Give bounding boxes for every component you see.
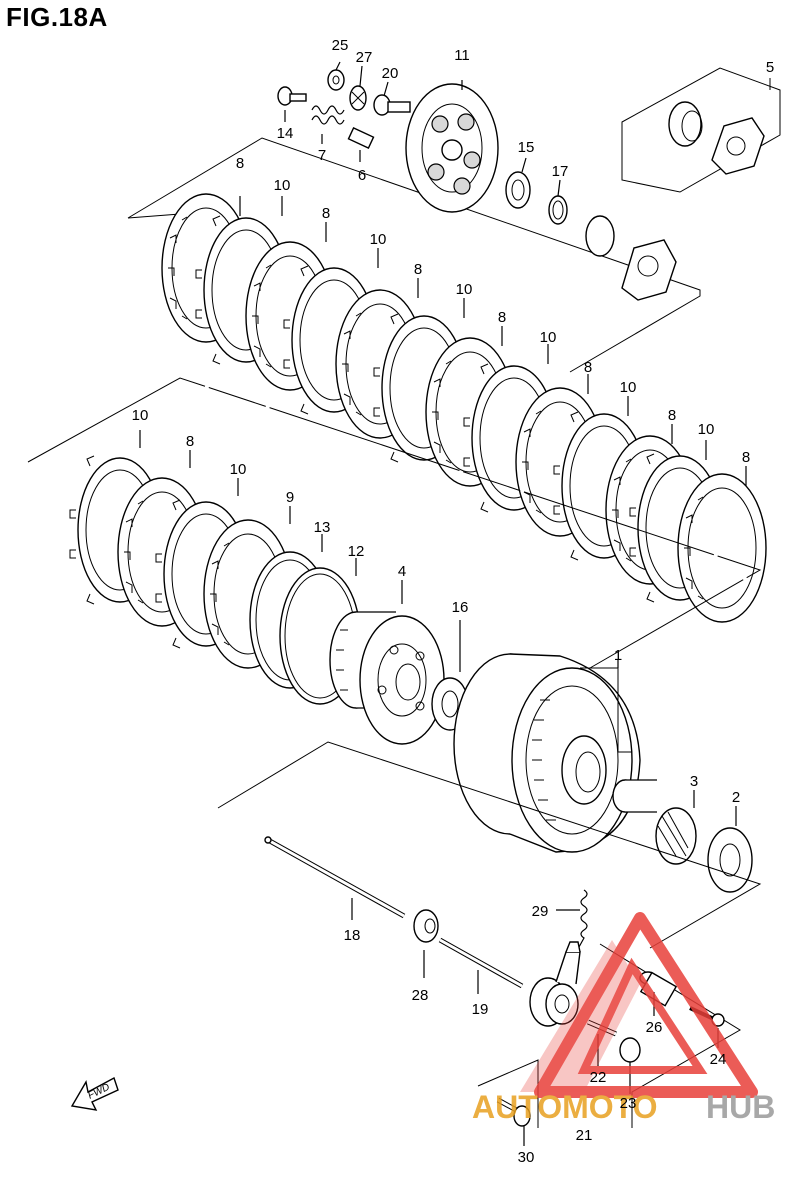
callout-8-b: 8 — [322, 205, 330, 222]
part-1-clutch-housing — [453, 653, 641, 853]
callout-28: 28 — [412, 987, 429, 1004]
callout-10-c: 10 — [456, 281, 473, 298]
part-21-release-lever — [529, 941, 581, 1027]
part-11-pressure-plate — [405, 80, 499, 213]
callout-27: 27 — [356, 49, 373, 66]
callout-10-b: 10 — [370, 231, 387, 248]
callout-12: 12 — [348, 543, 365, 560]
callout-10-e: 10 — [620, 379, 637, 396]
hub-hardware — [505, 157, 677, 301]
callout-15: 15 — [518, 139, 535, 156]
callout-25: 25 — [332, 37, 349, 54]
callout-26: 26 — [646, 1019, 663, 1036]
callout-2: 2 — [732, 789, 740, 806]
callout-7: 7 — [318, 147, 326, 164]
callout-23: 23 — [620, 1095, 637, 1112]
callout-8-a: 8 — [236, 155, 244, 172]
callout-9: 9 — [286, 489, 294, 506]
part-4-clutch-hub — [329, 580, 445, 745]
figure-title: FIG.18A — [6, 2, 108, 32]
part-5-box — [621, 67, 781, 193]
callout-17: 17 — [552, 163, 569, 180]
callout-18: 18 — [344, 927, 361, 944]
callout-29: 29 — [532, 903, 549, 920]
callout-1: 1 — [614, 647, 622, 664]
middle-group-outline — [27, 377, 762, 669]
part-3-bearing-and-2-washer — [612, 779, 753, 893]
lower-group-outline — [217, 741, 762, 949]
callout-10-h: 10 — [230, 461, 247, 478]
fwd-direction-marker: FWD — [70, 1076, 119, 1111]
callout-6: 6 — [358, 167, 366, 184]
upper-group-outline — [127, 137, 701, 373]
callout-19: 19 — [472, 1001, 489, 1018]
watermark-brand-left: AUTOMOTO — [472, 1089, 657, 1125]
middle-clutch-plate-stack — [69, 430, 361, 705]
callout-21: 21 — [576, 1127, 593, 1144]
callout-8-c: 8 — [414, 261, 422, 278]
push-rods — [264, 836, 524, 994]
part-29-spring — [556, 889, 588, 957]
callout-20: 20 — [382, 65, 399, 82]
callout-10-g: 10 — [132, 407, 149, 424]
callout-8-h: 8 — [186, 433, 194, 450]
callout-4: 4 — [398, 563, 406, 580]
watermark-brand-right: HUB — [706, 1089, 775, 1125]
callout-5: 5 — [766, 59, 774, 76]
callout-10-d: 10 — [540, 329, 557, 346]
callout-14: 14 — [277, 125, 294, 142]
watermark-logo: AUTOMOTO HUB — [472, 912, 775, 1125]
callout-16: 16 — [452, 599, 469, 616]
upper-clutch-plate-stack — [161, 193, 767, 623]
callout-8-e: 8 — [584, 359, 592, 376]
callout-10-a: 10 — [274, 177, 291, 194]
callout-11: 11 — [454, 47, 470, 64]
small-hardware-top — [277, 61, 411, 162]
callout-8-f: 8 — [668, 407, 676, 424]
callout-8-d: 8 — [498, 309, 506, 326]
callout-13: 13 — [314, 519, 331, 536]
callout-22: 22 — [590, 1069, 607, 1086]
callout-labels: 25 27 20 11 5 14 7 6 15 17 8 10 8 10 8 1… — [132, 37, 775, 1166]
callout-8-g: 8 — [742, 449, 750, 466]
callout-10-f: 10 — [698, 421, 715, 438]
callout-24: 24 — [710, 1051, 727, 1068]
callout-3: 3 — [690, 773, 698, 790]
callout-30: 30 — [518, 1149, 535, 1166]
